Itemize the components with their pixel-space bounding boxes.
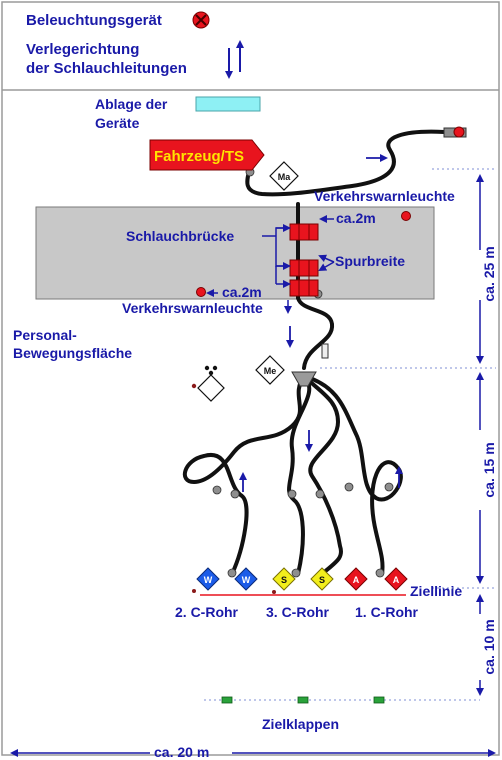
warning-light-top-label: Verkehrswarnleuchte	[314, 188, 455, 204]
nozzle-s-label-2: S	[319, 575, 325, 585]
personnel-area-line2: Bewegungsfläche	[13, 345, 132, 361]
annotation-arrows	[206, 215, 335, 314]
dim-10m-label: ca. 10 m	[481, 619, 497, 674]
hose-lines	[182, 129, 446, 576]
lighting-device-icon	[192, 11, 210, 29]
hose-bridge-label: Schlauchbrücke	[126, 228, 234, 244]
ma-badge	[269, 161, 299, 191]
distance-2m-top-label: ca.2m	[336, 210, 376, 226]
width-label: ca. 20 m	[154, 744, 209, 760]
nozzle-w-label-2: W	[242, 575, 251, 585]
equipment-storage-area	[195, 96, 261, 112]
nozzle-badges	[196, 567, 408, 591]
hose-bridges	[289, 223, 319, 297]
vehicle-icon	[149, 139, 265, 171]
c-pipe-3-label: 3. C-Rohr	[266, 604, 330, 620]
legend-direction-line1: Verlegerichtung	[26, 41, 139, 58]
legend-lighting-label: Beleuchtungsgerät	[26, 12, 162, 29]
reference-lines	[204, 168, 496, 701]
storage-label-line1: Ablage der	[95, 96, 168, 112]
equipment-diamond-icon	[197, 365, 225, 402]
marker-dot-icon	[191, 383, 197, 389]
distributor-icon	[291, 371, 317, 387]
nozzle-a-label-2: A	[393, 575, 400, 585]
personnel-area-line1: Personal-	[13, 327, 77, 343]
vehicle-label: Fahrzeug/TS	[154, 148, 244, 165]
dim-25m-label: ca. 25 m	[481, 246, 497, 301]
nozzle-s-label-1: S	[281, 575, 287, 585]
target-line-label: Ziellinie	[410, 583, 462, 599]
dim-15m-label: ca. 15 m	[481, 442, 497, 497]
ma-badge-label: Ma	[278, 172, 291, 182]
marker-dot-icon	[192, 589, 196, 593]
nozzle-a-label-1: A	[353, 575, 360, 585]
warning-light-bottom-icon	[196, 287, 206, 297]
target-flaps-label: Zielklappen	[262, 716, 339, 732]
c-pipe-2-label: 2. C-Rohr	[175, 604, 239, 620]
me-badge	[255, 355, 285, 385]
laying-direction-arrows	[239, 154, 403, 492]
warning-light-top-icon	[401, 211, 411, 221]
road-area	[35, 206, 435, 300]
nozzle-w-label-1: W	[204, 575, 213, 585]
direction-arrows-icon	[225, 40, 244, 79]
distance-2m-bottom-label: ca.2m	[222, 284, 262, 300]
hose-end-icon	[443, 126, 467, 138]
warning-light-bottom-label: Verkehrswarnleuchte	[122, 300, 263, 316]
target-flaps	[221, 696, 385, 704]
me-badge-label: Me	[264, 366, 277, 376]
legend-direction-line2: der Schlauchleitungen	[26, 60, 187, 77]
marker-dot-icon	[272, 590, 276, 594]
storage-label-line2: Geräte	[95, 115, 140, 131]
pressure-gauge-icon	[321, 343, 329, 359]
c-pipe-1-label: 1. C-Rohr	[355, 604, 419, 620]
track-width-label: Spurbreite	[335, 253, 405, 269]
